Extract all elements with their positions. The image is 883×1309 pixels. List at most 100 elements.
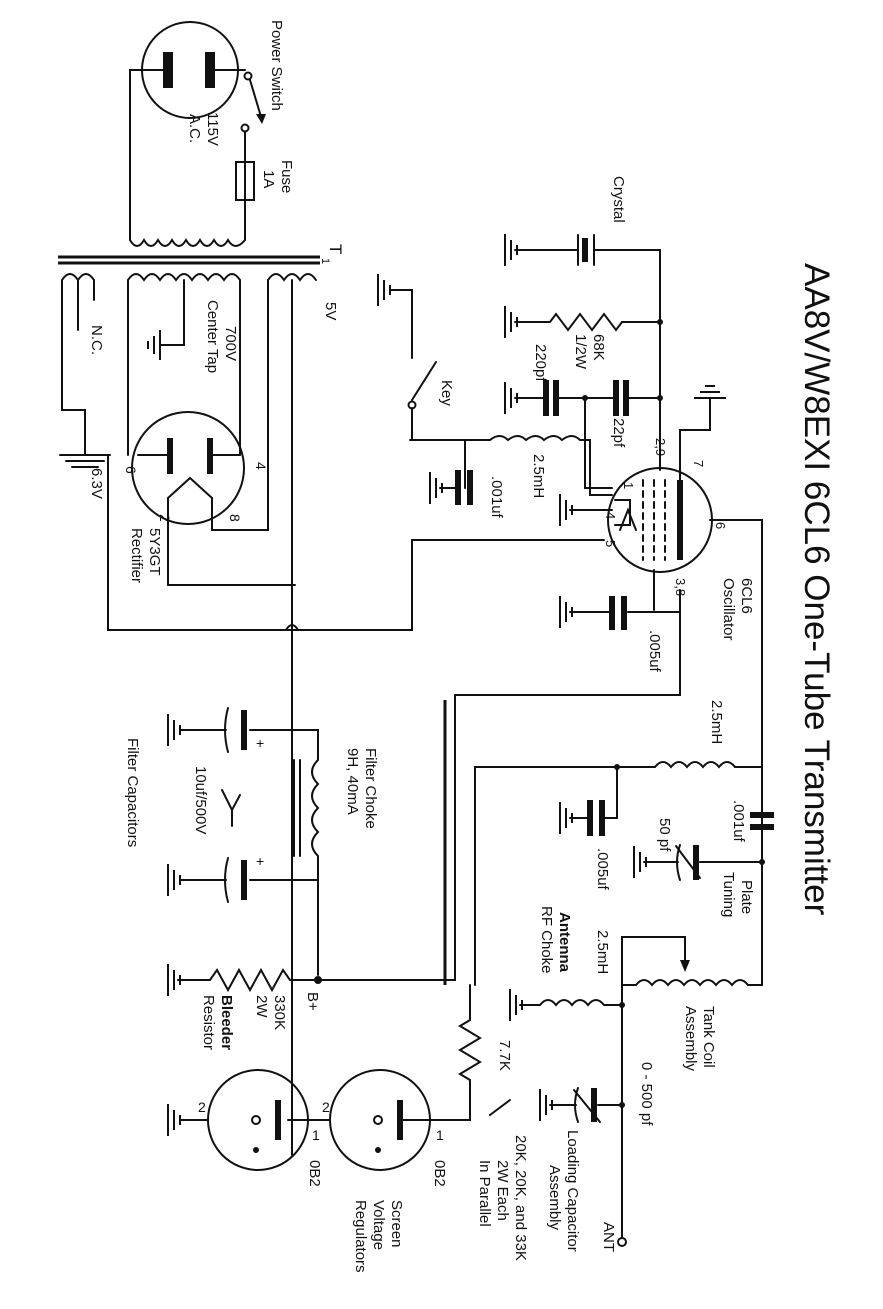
- label-center-tap: Center Tap: [204, 300, 221, 373]
- vr-desc-3: Regulators: [352, 1200, 369, 1273]
- antenna-choke-label: Antenna: [556, 912, 573, 973]
- vr2-pin1: 1: [312, 1127, 320, 1143]
- osc-pin-7: 7: [691, 460, 706, 467]
- crystal: [559, 234, 661, 266]
- filter-capacitor-1: [179, 707, 247, 753]
- rfc1-label: 2.5mH: [530, 454, 547, 498]
- tank-tap-arrow: [680, 960, 690, 972]
- rect-pin-4: 4: [253, 462, 269, 470]
- load-label-2: Assembly: [546, 1165, 563, 1231]
- crystal-label: Crystal: [610, 176, 627, 223]
- vr-tube-label-2: 0B2: [306, 1160, 323, 1187]
- vr1-pin2: 2: [322, 1099, 330, 1115]
- power-switch-blade[interactable]: [249, 79, 263, 121]
- filter-capacitor-2: [179, 857, 247, 903]
- parallel-label-2: 2W Each: [494, 1160, 511, 1221]
- label-700v: 700V: [222, 326, 239, 361]
- bleeder-watts: 2W: [253, 995, 270, 1018]
- osc-pin-45: 4: [603, 512, 618, 519]
- r68k-watts: 1/2W: [572, 334, 589, 370]
- loading-capacitor[interactable]: [573, 1087, 601, 1123]
- diagram-title: AA8V/W8EXI 6CL6 One-Tube Transmitter: [797, 263, 836, 916]
- c220-label: 220pf: [532, 344, 549, 382]
- osc-pin-6: 6: [713, 522, 728, 529]
- cathode-rfc: [489, 435, 613, 496]
- r68k-label: 68K: [590, 334, 607, 361]
- ac-line-label: 115V: [204, 112, 221, 146]
- filter-choke-rating: 9H, 40mA: [344, 748, 361, 815]
- bleeder-value: 330K: [271, 995, 288, 1030]
- parallel-label-3: In Parallel: [476, 1160, 493, 1227]
- plate-tuning-label-2: Tuning: [720, 872, 737, 917]
- rect-pin-8: 8: [227, 514, 243, 522]
- r77k-label: 7.7K: [496, 1040, 513, 1071]
- rfc2-label: 2.5mH: [708, 700, 725, 744]
- plate-rfc: [474, 761, 736, 986]
- osc-pin-29: 2,9: [653, 438, 668, 456]
- bleeder-label-2: Resistor: [200, 995, 217, 1050]
- vr-desc-1: Screen: [388, 1200, 405, 1248]
- parallel-label-1: 20K, 20K, and 33K: [512, 1135, 529, 1261]
- transformer-label: T: [326, 244, 345, 254]
- rect-filament-winding-5v: [267, 273, 317, 282]
- vr2-pin2: 2: [198, 1099, 206, 1115]
- filter-choke: [291, 729, 320, 976]
- ac-plug: [141, 21, 239, 119]
- c001b-label: .001uf: [730, 800, 747, 843]
- rectifier-tube: [131, 411, 245, 586]
- c001a-label: .001uf: [488, 476, 505, 519]
- cap-plus-2: +: [256, 853, 264, 869]
- transformer-sub: 1: [319, 258, 331, 264]
- transformer-primary: [129, 238, 246, 247]
- antenna-terminal[interactable]: [617, 1237, 627, 1247]
- c22-label: 22pf: [610, 418, 627, 448]
- rect-pin-2: 2: [157, 514, 173, 522]
- osc-pin-5: 5: [603, 540, 618, 547]
- label-6v3: 6.3V: [88, 468, 105, 499]
- c005b-label: .005uf: [594, 848, 611, 891]
- regulator-tube-1: [287, 1069, 441, 1171]
- c50-label: 50 pf: [656, 818, 673, 852]
- power-switch-contact-2: [240, 123, 250, 133]
- antenna-rfc: [519, 999, 623, 1007]
- power-switch-label: Power Switch: [268, 20, 285, 111]
- regulator-tube-2: [179, 1069, 309, 1171]
- plate-tuning-capacitor[interactable]: [675, 844, 701, 881]
- label-5v: 5V: [322, 302, 339, 320]
- vr-tube-label-1: 0B2: [431, 1160, 448, 1187]
- bleeder-label: Bleeder: [218, 995, 235, 1050]
- fuse-rating: 1A: [260, 170, 277, 188]
- rect-desc-label: Rectifier: [128, 528, 145, 583]
- rect-pin-6: 6: [123, 466, 139, 474]
- plate-tuning-label: Plate: [738, 880, 755, 914]
- cap-plus-1: +: [256, 735, 264, 751]
- label-nc: N.C.: [88, 325, 105, 355]
- b-plus-label: B+: [304, 992, 321, 1011]
- filter-choke-label: Filter Choke: [362, 748, 379, 829]
- hv-winding-700v: [127, 273, 241, 282]
- power-switch-contact-1: [243, 71, 253, 81]
- ant-label: ANT: [600, 1222, 617, 1252]
- rfc3-label: 2.5mH: [594, 930, 611, 974]
- key-lever[interactable]: [411, 361, 437, 401]
- osc-desc-label: Oscillator: [720, 578, 737, 641]
- key-label: Key: [438, 380, 455, 406]
- cap-pointer-icon: [221, 789, 241, 827]
- osc-pin-38: 3,8: [673, 578, 688, 596]
- fuse-label: Fuse: [278, 160, 295, 193]
- antenna-choke-label-2: RF Choke: [538, 906, 555, 974]
- rect-tube-label: 5Y3GT: [146, 528, 163, 576]
- vr1-pin1: 1: [436, 1127, 444, 1143]
- ac-line-label-2: A.C.: [186, 114, 203, 143]
- load-label: Loading Capacitor: [564, 1130, 581, 1252]
- c005a-label: .005uf: [646, 630, 663, 673]
- tank-label-2: Assembly: [682, 1006, 699, 1072]
- tank-coil: [621, 979, 763, 987]
- osc-pin-1: 1: [621, 482, 636, 489]
- cap-rating-label: 10uf/500V: [192, 766, 209, 834]
- osc-tube-label: 6CL6: [738, 578, 755, 614]
- filter-caps-label: Filter Capacitors: [124, 738, 141, 847]
- vr-desc-2: Voltage: [370, 1200, 387, 1250]
- load-range-label: 0 - 500 pf: [638, 1062, 655, 1126]
